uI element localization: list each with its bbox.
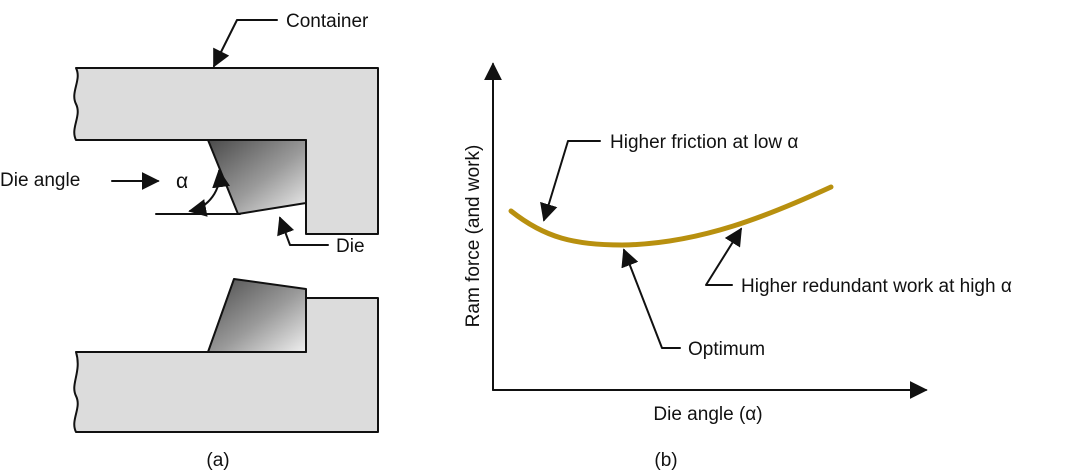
caption-a: (a) [206,450,229,471]
lower-die [207,278,307,353]
die-leader [277,216,329,246]
x-axis-label: Die angle (α) [653,404,762,425]
ram-force-curve [508,184,834,248]
low-alpha-leader [540,140,601,222]
container-label: Container [286,11,369,32]
caption-b: (b) [654,450,677,471]
container-leader [213,19,278,68]
y-axis-label: Ram force (and work) [463,145,484,328]
die-angle-label: Die angle [0,170,80,191]
panel-b: Ram force (and work) Die angle (α) Highe… [463,62,1012,471]
die-label: Die [336,236,365,257]
upper-die [207,139,307,215]
lower-container [73,297,379,433]
annotation-high-alpha: Higher redundant work at high α [741,276,1012,297]
high-alpha-leader [705,227,742,286]
optimum-leader [621,248,681,349]
annotation-low-alpha: Higher friction at low α [610,132,798,153]
alpha-symbol: α [176,170,188,193]
annotation-optimum: Optimum [688,339,765,360]
angle-arc [188,169,230,217]
panel-a: Container Die angle α Die (a) [0,11,379,471]
